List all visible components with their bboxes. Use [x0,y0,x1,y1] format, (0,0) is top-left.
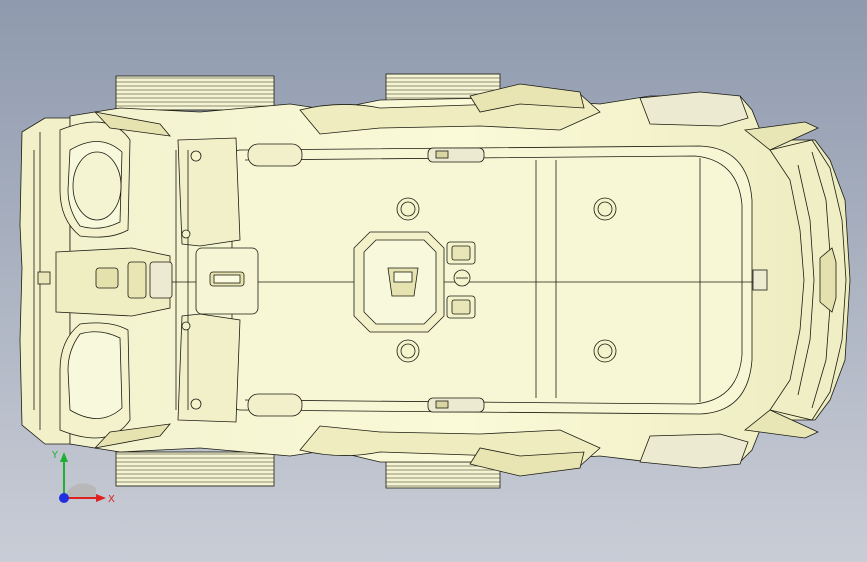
y-axis-label: Y [51,450,59,461]
rear-hatch[interactable] [195,247,259,315]
roof-control-bottom[interactable] [446,295,476,319]
x-axis-arrow [96,494,106,502]
rear-seat-top[interactable] [59,121,131,238]
x-axis-label: X [108,494,115,505]
z-axis-origin [59,493,69,503]
coordinate-triad: Y X [51,450,115,505]
roof-control-knob[interactable] [453,269,471,287]
roof-bolt [593,339,617,363]
rear-seat-bottom[interactable] [59,322,131,439]
roof-bolt [396,197,420,221]
roof-bolt [396,339,420,363]
roof-hatch[interactable] [353,231,445,333]
rear-console[interactable] [55,247,173,317]
wheel-top-left[interactable] [115,75,275,111]
y-axis-arrow [60,452,68,462]
triad-plane [64,483,96,498]
roof-bolt [593,197,617,221]
wheel-bottom-left[interactable] [115,451,275,487]
rear-panel[interactable] [177,137,241,423]
roof-panel[interactable] [231,145,753,415]
roof-control-top[interactable] [446,241,476,265]
